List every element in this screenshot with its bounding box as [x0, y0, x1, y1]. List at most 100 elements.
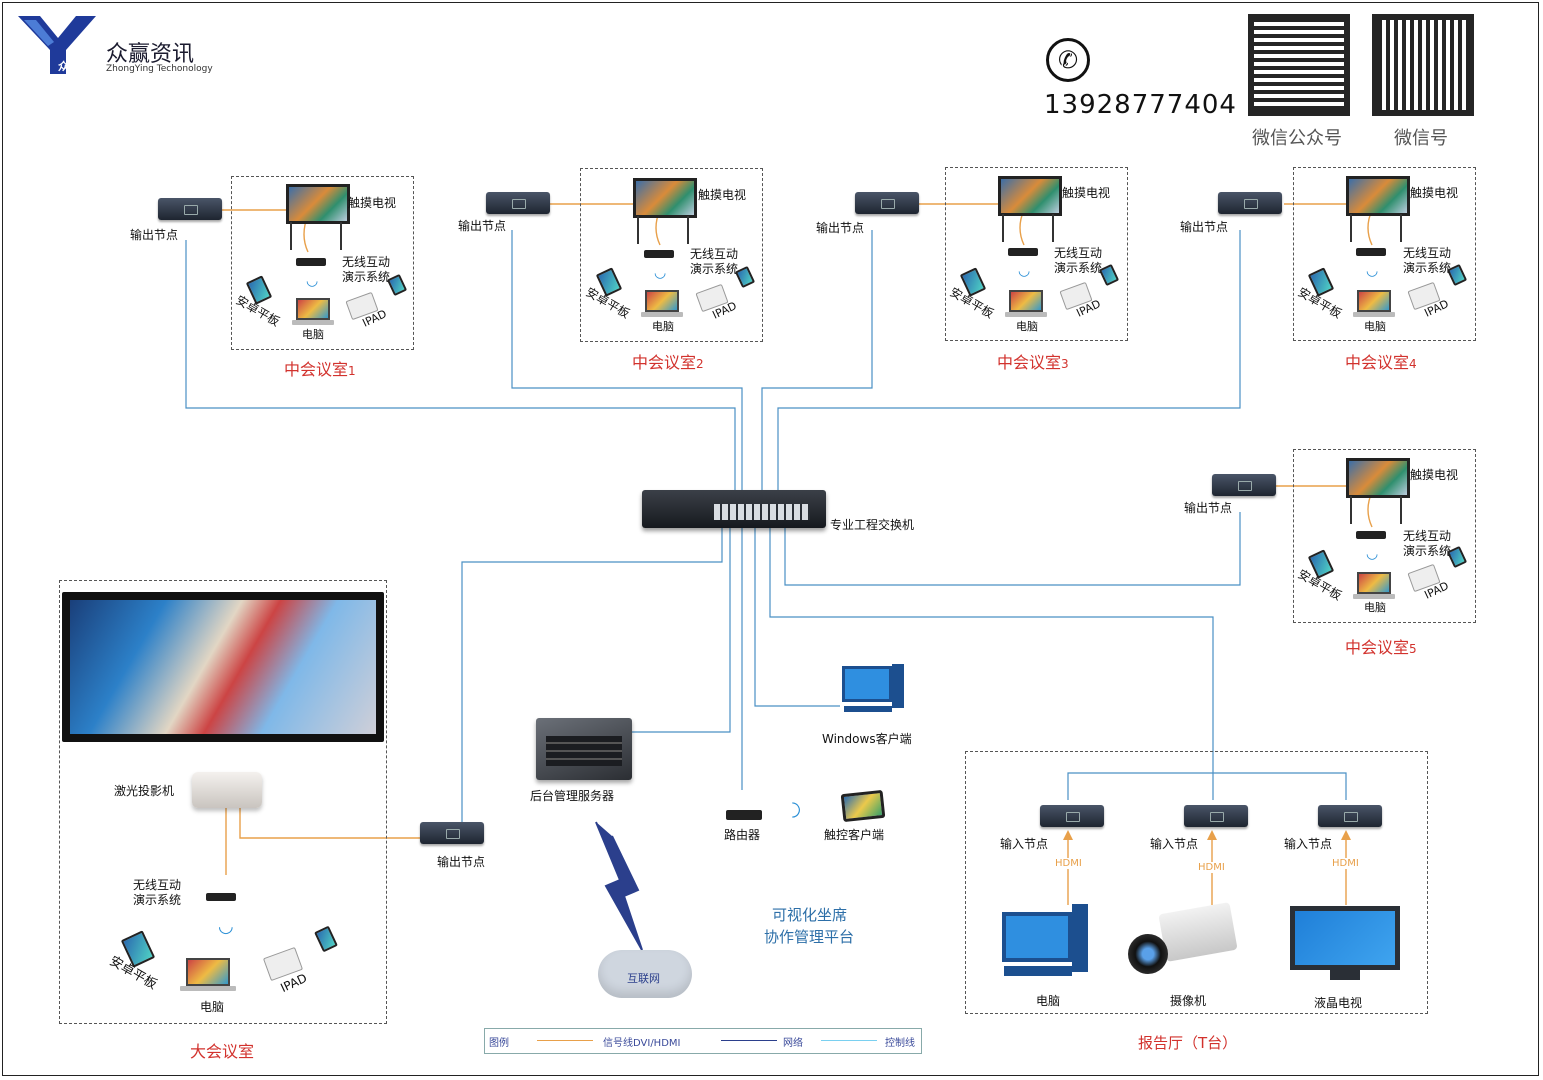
room-number: 1	[348, 364, 356, 378]
tv-stand	[1002, 214, 1004, 242]
pc-tower	[1072, 904, 1088, 972]
room-number: 3	[1061, 357, 1069, 371]
input-node-2	[1184, 805, 1248, 827]
network-switch	[642, 490, 826, 528]
tv-stand	[1350, 214, 1352, 242]
logo-mark-text: 众赢	[58, 60, 80, 73]
room5-box	[1293, 449, 1476, 623]
platform-label-1: 可视化坐席	[772, 906, 848, 924]
touch-tv-room3	[998, 176, 1062, 216]
switch-ports	[714, 504, 810, 520]
laptop-icon	[1357, 290, 1391, 312]
lcd-tv-icon	[1290, 906, 1400, 986]
touch-tv-room1	[286, 184, 350, 224]
touch-tv-label: 触摸电视	[1410, 186, 1459, 200]
hdmi-label: HDMI	[1055, 858, 1082, 869]
laptop-base	[180, 986, 236, 991]
wireless-label-1: 无线互动	[1403, 246, 1452, 260]
tv-stand	[340, 222, 342, 250]
touch-tv-room5	[1346, 458, 1410, 498]
windows-client-icon	[842, 664, 904, 714]
room5-title: 中会议室5	[1345, 634, 1417, 658]
laptop-icon	[1009, 290, 1043, 312]
tv-stand	[290, 222, 292, 250]
company-name-cn: 众赢资讯	[106, 42, 195, 67]
input-node-1	[1040, 805, 1104, 827]
laptop-icon	[645, 290, 679, 312]
room-name: 中会议室	[997, 353, 1062, 372]
lcd-tv-label: 液晶电视	[1314, 996, 1363, 1010]
server-bays	[546, 736, 622, 766]
camera-body	[1158, 902, 1238, 962]
output-node-label: 输出节点	[437, 855, 486, 869]
company-logo: 众赢	[18, 16, 96, 74]
laptop-base	[1353, 594, 1395, 599]
touch-tv-room4	[1346, 176, 1410, 216]
wifi-icon: ◡	[1366, 263, 1379, 279]
wireless-label-2: 演示系统	[342, 270, 391, 284]
room1-title: 中会议室1	[284, 356, 356, 380]
legend-signal-line	[537, 1040, 593, 1041]
legend-control-label: 控制线	[885, 1038, 915, 1049]
touch-tv-label: 触摸电视	[698, 188, 747, 202]
input-node-label: 输入节点	[1000, 837, 1049, 851]
laptop-base	[1005, 312, 1047, 317]
room1-box	[231, 176, 414, 350]
wireless-label-2: 演示系统	[690, 262, 739, 276]
wireless-label-1: 无线互动	[690, 247, 739, 261]
room2-title: 中会议室2	[632, 349, 704, 373]
link-big-room	[461, 528, 723, 825]
wifi-icon: ◡	[1018, 263, 1031, 279]
signal-projector	[239, 808, 420, 839]
input-node-label: 输入节点	[1284, 837, 1333, 851]
room4-title: 中会议室4	[1345, 349, 1417, 373]
windows-client-label: Windows客户端	[822, 732, 912, 746]
link-room1	[185, 240, 736, 495]
output-node-room3	[855, 192, 919, 214]
router-label: 路由器	[724, 828, 761, 842]
room-name: 中会议室	[1345, 638, 1410, 657]
room-number: 2	[696, 357, 704, 371]
wireless-label-1: 无线互动	[1403, 529, 1452, 543]
laser-projector-label: 激光投影机	[114, 784, 175, 798]
hdmi-label: HDMI	[1198, 862, 1225, 873]
legend-network-label: 网络	[783, 1038, 803, 1049]
room-name: 中会议室	[632, 353, 697, 372]
wireless-label-1: 无线互动	[1054, 246, 1103, 260]
tv-stand	[637, 216, 639, 244]
wireless-label-2: 演示系统	[1403, 261, 1452, 275]
laptop-base	[1353, 312, 1395, 317]
server-label: 后台管理服务器	[530, 789, 615, 803]
wireless-label-1: 无线互动	[133, 878, 182, 892]
legend-box: 图例 信号线DVI/HDMI 网络 控制线	[484, 1028, 922, 1054]
tv-stand	[1350, 496, 1352, 524]
router-icon	[644, 250, 674, 258]
wireless-label-2: 演示系统	[1054, 261, 1103, 275]
room3-box	[945, 167, 1128, 341]
tv-base	[1330, 970, 1360, 980]
report-hall-title: 报告厅（T台）	[1138, 1034, 1238, 1052]
laser-projector-icon	[192, 772, 262, 808]
computer-label: 电脑	[652, 320, 674, 333]
router-icon	[1356, 531, 1386, 539]
laptop-base	[641, 312, 683, 317]
report-hall-box	[965, 751, 1428, 1014]
phone-icon: ✆	[1046, 38, 1090, 82]
legend-signal-label: 信号线DVI/HDMI	[603, 1038, 681, 1049]
company-name-en: ZhongYing Techonology	[106, 64, 213, 74]
camera-lens	[1128, 934, 1168, 974]
keyboard	[844, 706, 892, 712]
desktop-computer-icon	[1002, 904, 1090, 980]
touch-tv-label: 触摸电视	[1410, 468, 1459, 482]
touch-client-icon	[840, 789, 886, 823]
projection-screen	[62, 592, 384, 742]
link-server	[630, 528, 731, 733]
link-room2	[511, 230, 743, 495]
wifi-signal-icon: ◡	[778, 801, 803, 819]
input-node-3	[1318, 805, 1382, 827]
wifi-icon: ◡	[306, 273, 319, 289]
qr-code-wechat	[1372, 14, 1474, 116]
switch-label: 专业工程交换机	[830, 518, 915, 532]
camera-label: 摄像机	[1170, 994, 1207, 1008]
tv-stand	[687, 216, 689, 244]
